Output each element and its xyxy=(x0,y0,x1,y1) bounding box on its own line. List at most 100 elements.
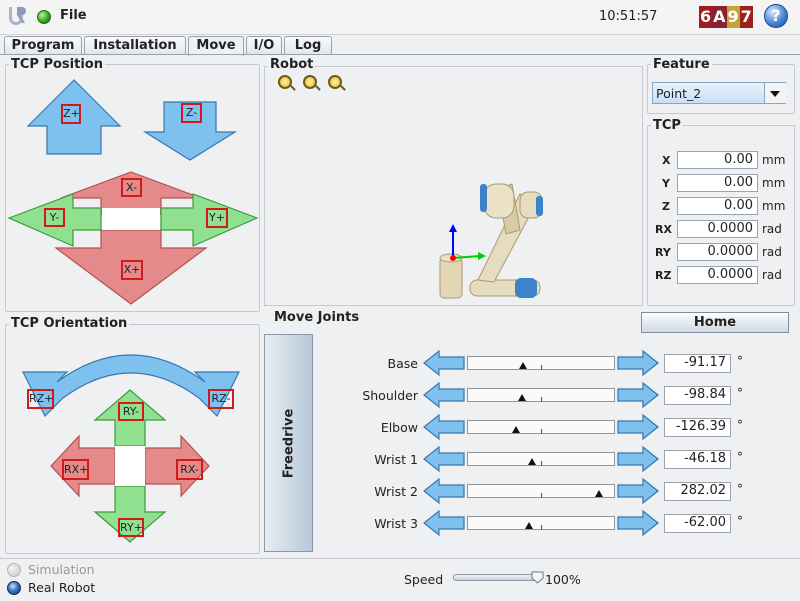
rx-minus-button[interactable]: RX- xyxy=(176,459,203,480)
tcp-y-field[interactable]: 0.00 xyxy=(677,174,758,192)
tcp-position-panel xyxy=(5,64,260,312)
tab-divider xyxy=(0,54,800,55)
y-plus-arrow-icon[interactable] xyxy=(160,193,259,247)
z-minus-arrow-icon[interactable] xyxy=(142,101,238,161)
tcp-z-field[interactable]: 0.00 xyxy=(677,197,758,215)
help-button[interactable]: ? xyxy=(764,4,788,28)
joint-minus-arrow-icon[interactable] xyxy=(423,350,465,376)
speed-slider-handle[interactable] xyxy=(531,571,544,584)
joint-label: Elbow xyxy=(380,420,418,435)
tab-move[interactable]: Move xyxy=(188,36,244,56)
joint-label: Wrist 3 xyxy=(374,516,418,531)
joint-slider-center-tick xyxy=(541,461,542,466)
feature-selected-value: Point_2 xyxy=(656,86,702,101)
z-plus-button[interactable]: Z+ xyxy=(61,104,81,124)
rz-minus-button[interactable]: RZ- xyxy=(208,389,234,409)
z-minus-button[interactable]: Z- xyxy=(181,103,202,123)
real-robot-radio[interactable] xyxy=(7,581,21,595)
freedrive-label-wrap: Freedrive xyxy=(265,335,312,551)
joint-plus-arrow-icon[interactable] xyxy=(617,414,659,440)
tcp-rx-unit: rad xyxy=(762,222,782,236)
joint-unit: ° xyxy=(737,418,743,432)
joint-value-field[interactable]: -62.00 xyxy=(664,514,731,533)
joint-minus-arrow-icon[interactable] xyxy=(423,510,465,536)
joint-value-field[interactable]: -91.17 xyxy=(664,354,731,373)
rz-plus-button[interactable]: RZ+ xyxy=(27,389,54,409)
tab-io[interactable]: I/O xyxy=(246,36,282,55)
ry-plus-arrow-icon[interactable] xyxy=(93,485,167,543)
joint-value-field[interactable]: -98.84 xyxy=(664,386,731,405)
freedrive-label: Freedrive xyxy=(281,408,296,478)
tcp-rz-label: RZ xyxy=(655,269,672,282)
tcp-orientation-title: TCP Orientation xyxy=(9,316,130,331)
z-plus-arrow-icon[interactable] xyxy=(26,79,122,155)
y-minus-arrow-icon[interactable] xyxy=(7,193,102,247)
joint-value-field[interactable]: 282.02 xyxy=(664,482,731,501)
zoom-fit-icon[interactable] xyxy=(303,75,317,89)
joint-slider-marker xyxy=(595,490,603,497)
joint-value-field[interactable]: -126.39 xyxy=(664,418,731,437)
robot-arm-model xyxy=(439,183,543,299)
ur-logo-icon xyxy=(9,7,26,25)
simulation-radio[interactable] xyxy=(7,563,21,577)
tcp-rx-field[interactable]: 0.0000 xyxy=(677,220,758,238)
tcp-orientation-arrows xyxy=(22,354,240,543)
joint-label: Wrist 2 xyxy=(374,484,418,499)
x-plus-button[interactable]: X+ xyxy=(121,260,143,280)
tcp-title: TCP xyxy=(651,118,683,133)
home-button[interactable]: Home xyxy=(641,312,789,333)
joint-unit: ° xyxy=(737,514,743,528)
serial-badge: 6 A 9 7 xyxy=(699,6,753,28)
tcp-position-title: TCP Position xyxy=(9,57,105,72)
serial-char: 9 xyxy=(726,6,740,28)
joint-minus-arrow-icon[interactable] xyxy=(423,446,465,472)
clock: 10:51:57 xyxy=(599,9,658,24)
tcp-ry-field[interactable]: 0.0000 xyxy=(677,243,758,261)
tcp-panel xyxy=(647,125,795,306)
joint-slider-marker xyxy=(518,394,526,401)
tab-installation[interactable]: Installation xyxy=(84,36,186,55)
tcp-y-label: Y xyxy=(662,177,670,190)
x-plus-arrow-icon[interactable] xyxy=(54,229,208,305)
rx-plus-button[interactable]: RX+ xyxy=(62,459,89,480)
zoom-in-icon[interactable] xyxy=(278,75,292,89)
feature-title: Feature xyxy=(651,57,712,72)
ry-minus-button[interactable]: RY- xyxy=(118,402,144,421)
joint-plus-arrow-icon[interactable] xyxy=(617,478,659,504)
simulation-label: Simulation xyxy=(28,562,95,577)
zoom-out-icon[interactable] xyxy=(328,75,342,89)
freedrive-button[interactable] xyxy=(264,334,313,552)
ry-plus-button[interactable]: RY+ xyxy=(118,518,144,537)
joint-value-field[interactable]: -46.18 xyxy=(664,450,731,469)
tab-program[interactable]: Program xyxy=(4,36,82,55)
joint-plus-arrow-icon[interactable] xyxy=(617,446,659,472)
joint-plus-arrow-icon[interactable] xyxy=(617,510,659,536)
y-minus-button[interactable]: Y- xyxy=(44,208,65,227)
file-menu[interactable]: File xyxy=(60,8,87,23)
joint-slider-marker xyxy=(525,522,533,529)
joint-plus-arrow-icon[interactable] xyxy=(617,382,659,408)
joint-minus-arrow-icon[interactable] xyxy=(423,382,465,408)
rz-arc-arrow-icon[interactable] xyxy=(22,354,240,418)
joint-slider-marker xyxy=(512,426,520,433)
joint-unit: ° xyxy=(737,450,743,464)
speed-slider[interactable] xyxy=(453,574,538,581)
joint-plus-arrow-icon[interactable] xyxy=(617,350,659,376)
tcp-ry-unit: rad xyxy=(762,245,782,259)
joint-unit: ° xyxy=(737,354,743,368)
joint-slider-marker xyxy=(528,458,536,465)
dropdown-arrow-icon xyxy=(770,91,780,97)
tab-log[interactable]: Log xyxy=(284,36,332,55)
tcp-x-unit: mm xyxy=(762,153,786,167)
joint-unit: ° xyxy=(737,386,743,400)
y-plus-button[interactable]: Y+ xyxy=(206,208,228,228)
joint-slider-marker xyxy=(519,362,527,369)
tcp-x-field[interactable]: 0.00 xyxy=(677,151,758,169)
x-minus-button[interactable]: X- xyxy=(121,178,142,197)
joint-slider-center-tick xyxy=(541,365,542,370)
joint-minus-arrow-icon[interactable] xyxy=(423,478,465,504)
joint-slider-center-tick xyxy=(541,493,542,498)
joint-slider-center-tick xyxy=(541,429,542,434)
joint-minus-arrow-icon[interactable] xyxy=(423,414,465,440)
tcp-rz-field[interactable]: 0.0000 xyxy=(677,266,758,284)
